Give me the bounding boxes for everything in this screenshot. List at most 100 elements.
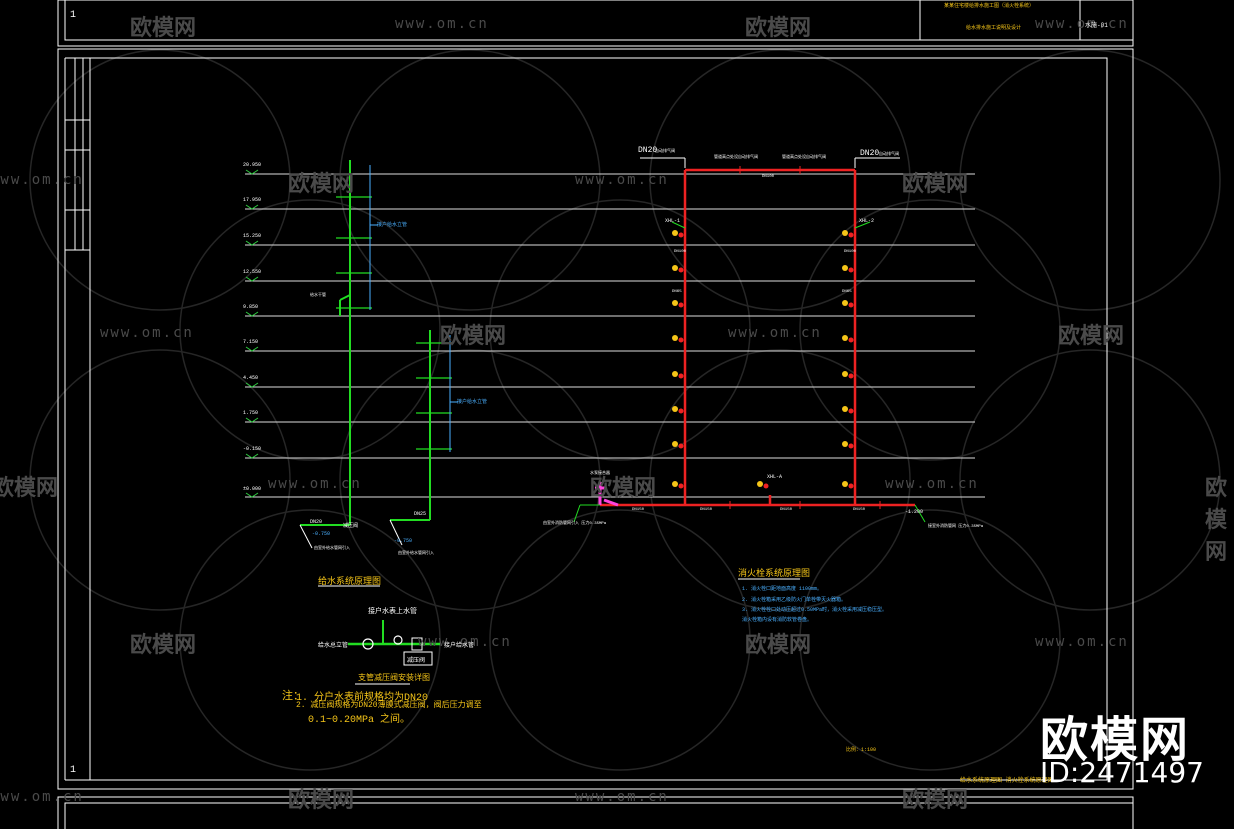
elevation-label: 17.950 [243,197,262,203]
watermark-brand-8: 欧模网 [590,476,657,501]
fire-hydrant-size-right: DN65 [842,290,852,294]
fire-note-2: 2. 消火栓箱采用乙级防火门单栓带灭火器箱。 [742,597,847,603]
watermark-brand-7: 欧模网 [0,476,59,501]
fire-hydrant-marks [678,232,854,489]
fire-note-1: 1. 消火栓口距地面高度 1100mm。 [742,586,823,592]
fire-riser-left: XHL-1 [665,218,681,224]
fire-inlet-label: 由室外消防管网引入 压力0.35MPa [543,522,607,526]
watermark-brand-3: 欧模网 [288,172,355,197]
top-title-line1: 某某住宅楼给排水施工图（消火栓系统） [944,3,1035,9]
entry-label-a: 由室外给水管网引入 [314,547,350,551]
elevation-label: 7.150 [243,339,259,345]
elevation-label: ±0.000 [243,486,262,492]
pipe-size-a: DN20 [310,519,323,525]
fire-dn-left: DN20 [638,146,658,155]
valve-detail-title: 支管减压阀安装详图 [358,674,430,683]
fire-bottom-pipe-size-b: DN150 [700,508,713,512]
watermark-site-2: www.om.cn [1035,16,1129,32]
valve-right-label: 接户给水管 [444,642,475,649]
water-diagram-title: 给水系统原理图 [318,577,382,587]
watermark-site-3: www.om.cn [0,172,84,188]
water-supply-risers [300,160,431,526]
water-entry-leaders [299,519,403,549]
pipe-size-b: DN25 [414,511,427,517]
watermark-site-5: www.om.cn [100,325,194,341]
entry-label-b: 由室外给水管网引入 [398,552,434,556]
watermark-brand-13: 欧模网 [902,788,969,813]
elevation-label: 15.250 [243,233,262,239]
elevation-label: 12.550 [243,269,262,275]
watermark-brand-10: 欧模网 [130,633,197,658]
water-valve-label: 减压阀 [343,523,359,529]
watermark-site-9: www.om.cn [418,634,512,650]
depth-a: -0.750 [312,531,331,537]
fire-top-label-b: 管道高点处设自动排气阀 [782,156,826,160]
fire-pipes [600,168,915,507]
fire-vent-left: 自动排气阀 [655,150,675,154]
fire-riser-right: XHL-2 [859,218,875,224]
valve-bottom-label: 减压阀 [407,657,426,664]
watermark-site-8: www.om.cn [885,476,979,492]
sheet-number-top: 1 [70,10,77,21]
floor-lines [245,173,985,498]
watermark-site-11: www.om.cn [0,789,84,805]
fire-bottom-elev: -1.200 [905,509,924,515]
footer-caption: 给水系统原理图 消火栓系统原理图 [960,777,1054,784]
fire-top-label-a: 管道高点处设自动排气阀 [714,156,758,160]
fire-riser-bottom: XHL-A [767,474,783,480]
note-3: 0.1~0.20MPa 之间。 [308,715,411,726]
notes-prefix: 注： [282,691,304,703]
fire-bottom-pipe-size-a: DN150 [632,508,645,512]
depth-b: -0.750 [394,538,413,544]
note-2: 2. 减压阀规格为DN20薄膜式减压阀，阀后压力调至 [296,701,482,710]
watermark-circles [29,49,1221,771]
watermark-brand-2: 欧模网 [745,16,812,41]
fire-bottom-pipe-size-d: DN150 [853,508,866,512]
watermark-site-4: www.om.cn [575,172,669,188]
valve-left-label: 给水总立管 [318,642,349,649]
valve-top-label: 接户水表上水管 [368,608,417,616]
fire-top-leaders [640,157,900,168]
pump-connector [595,482,619,507]
drawing-frame [57,0,1134,829]
model-id: ID:2471497 [1040,756,1204,789]
elevation-markers [245,169,259,498]
brand-logo-text: 欧模网 [1040,712,1191,768]
watermark-brand-4: 欧模网 [902,172,969,197]
watermark-site-7: www.om.cn [268,476,362,492]
title-underlines [318,578,800,587]
top-title-line2: 给水排水施工说明及设计 [966,25,1022,31]
fire-hydrants [672,230,848,487]
watermark-site-12: www.om.cn [575,789,669,805]
fire-pump-label: 水泵接合器 [590,472,610,476]
watermark-brand-6: 欧模网 [1058,324,1125,349]
fire-riser-size-left: DN100 [674,250,687,254]
fire-bottom-pipe-size-c: DN150 [780,508,793,512]
elevation-label: 9.850 [243,304,259,310]
watermark-brand-9: 欧模网 [1205,476,1228,565]
fire-pipe-ticks [729,166,881,509]
fire-vent-right: 自动排气阀 [879,153,899,157]
fire-leaders [573,221,926,523]
fire-dn-right: DN20 [860,149,880,158]
watermark-site-1: www.om.cn [395,16,489,32]
watermark-site-6: www.om.cn [728,325,822,341]
fire-note-4: 消火栓箱内设有消防软管卷盘。 [742,617,813,623]
watermark-site-10: www.om.cn [1035,634,1129,650]
footer-scale-note: 比例：1:100 [846,747,877,753]
watermark-brand-5: 欧模网 [440,324,507,349]
fire-hydrant-size-left: DN65 [672,290,682,294]
water-branches [336,196,452,450]
elevation-label: 20.950 [243,162,262,168]
fire-outlet-label: 接室外消防管网 压力0.35MPa [928,525,984,529]
riser-note-2: 接户给水立管 [457,399,488,405]
fire-riser-size-right: DN100 [844,250,857,254]
watermark-brand-1: 欧模网 [130,16,197,41]
elevation-label: -0.150 [243,446,262,452]
fire-top-pipe-size: DN100 [762,175,775,179]
watermark-brand-12: 欧模网 [288,788,355,813]
riser-note-1: 接户给水立管 [377,222,408,228]
water-dim-lines [369,165,458,452]
valve-detail-drawing [348,620,440,685]
